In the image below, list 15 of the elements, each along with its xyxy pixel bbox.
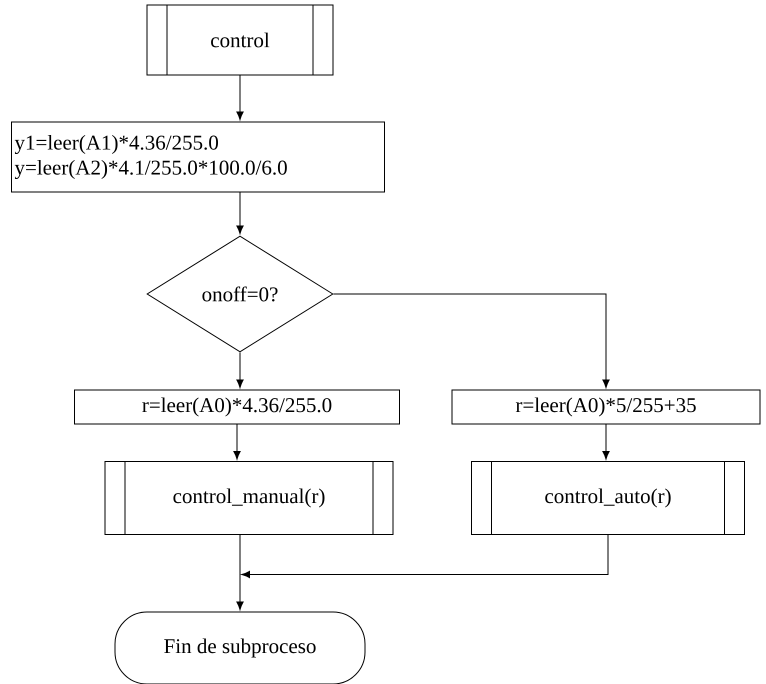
subprocess-box: control_manual(r) bbox=[104, 461, 394, 535]
subprocess-box: control bbox=[146, 4, 334, 76]
subprocess-box: control_auto(r) bbox=[471, 461, 745, 535]
arrow bbox=[233, 424, 241, 460]
process-box: r=leer(A0)*5/255+35 bbox=[452, 390, 760, 424]
arrow bbox=[236, 192, 244, 234]
process-box: y1=leer(A1)*4.36/255.0 y=leer(A2)*4.1/255.0*100.0/6.0 bbox=[11, 122, 385, 192]
arrow bbox=[236, 534, 244, 610]
terminal-box: Fin de subproceso bbox=[114, 612, 366, 684]
arrow bbox=[236, 75, 244, 120]
arrow bbox=[241, 534, 608, 578]
arrow bbox=[236, 352, 244, 388]
arrow bbox=[333, 294, 610, 388]
arrow bbox=[602, 424, 610, 460]
process-box: r=leer(A0)*4.36/255.0 bbox=[74, 390, 400, 424]
